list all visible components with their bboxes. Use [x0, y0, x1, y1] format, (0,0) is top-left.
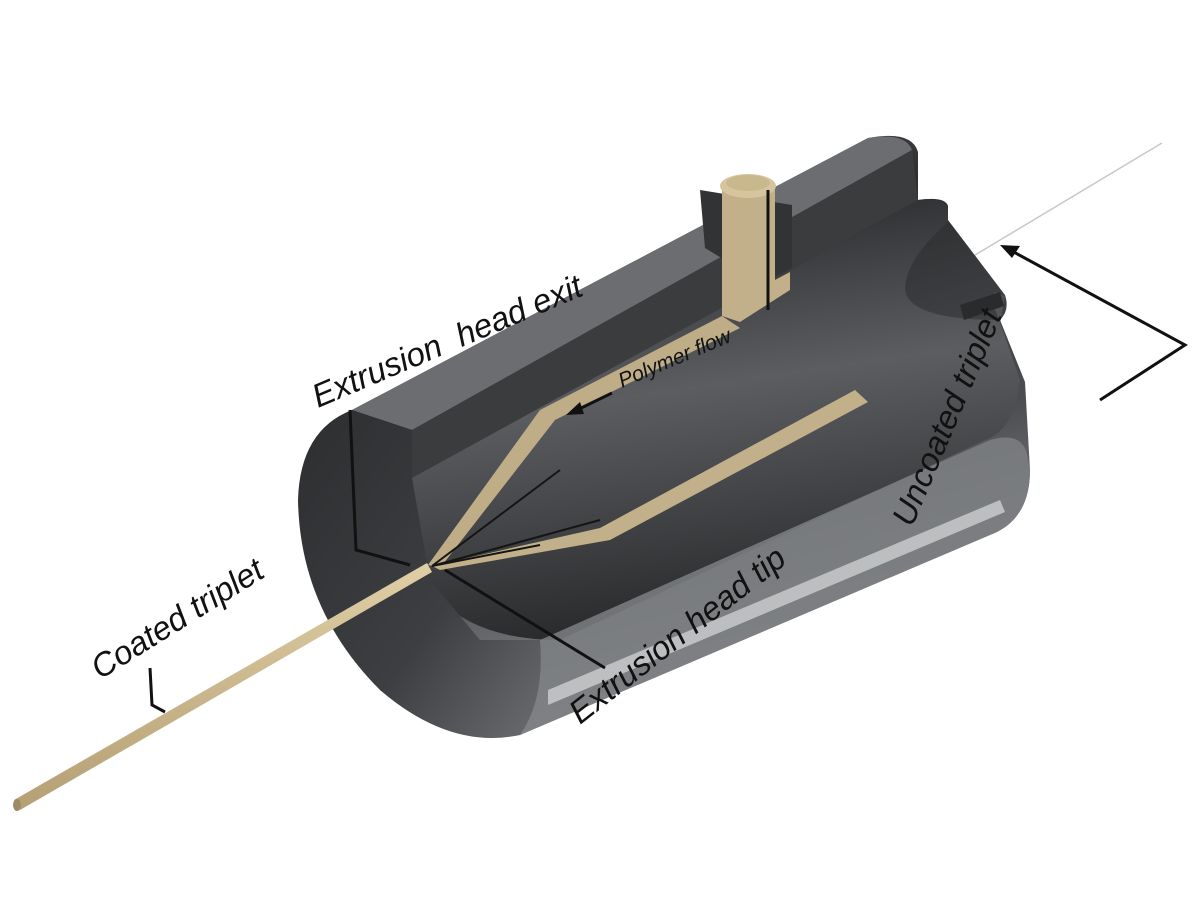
- lower-ledge: [960, 292, 1004, 320]
- convergence-lines: [431, 469, 601, 567]
- upper-polymer-channel: [428, 316, 740, 568]
- inlet-channel: [722, 190, 790, 322]
- lower-polymer-channel: [432, 390, 868, 570]
- coated-fiber-body: [14, 563, 432, 810]
- inlet-cap-top: [726, 175, 770, 191]
- extrusion-head-exit-leader: [348, 409, 411, 567]
- side-shine: [548, 500, 1005, 705]
- coated-triplet-label: Coated triplet: [84, 550, 272, 686]
- polymer-flow-arrowhead: [566, 402, 584, 415]
- coated-triplet-leader: [148, 667, 166, 714]
- coated-fiber: [13, 563, 432, 811]
- uncoated-triplet-bracket: [1009, 248, 1188, 402]
- polymer-inlet: [700, 174, 792, 322]
- uncoated-triplet-arrowhead: [1000, 245, 1020, 258]
- extrusion-head-tip-leader: [444, 568, 606, 670]
- coated-fiber-end: [13, 799, 21, 811]
